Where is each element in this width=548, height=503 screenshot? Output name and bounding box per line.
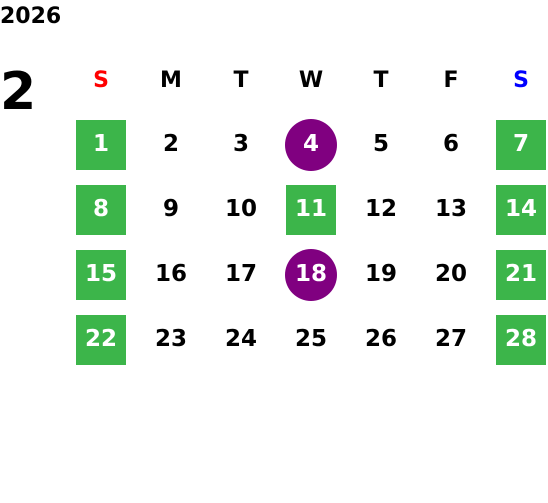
- weekday-wednesday: W: [298, 68, 324, 93]
- day-cell: 3: [206, 112, 276, 177]
- day-number: 15: [76, 249, 126, 300]
- day-number: 20: [434, 261, 467, 287]
- day-number: 8: [76, 184, 126, 235]
- day-cell: 27: [416, 307, 486, 372]
- day-cell: 5: [346, 112, 416, 177]
- day-number: 28: [496, 314, 546, 365]
- day-number: 16: [154, 261, 187, 287]
- weekday-saturday: S: [513, 68, 529, 93]
- day-cell: 21: [486, 242, 548, 307]
- day-number: 11: [286, 184, 336, 235]
- day-number: 1: [76, 119, 126, 170]
- day-cell: 16: [136, 242, 206, 307]
- day-cell: 19: [346, 242, 416, 307]
- year-label: 2026: [0, 4, 62, 29]
- day-cell: 7: [486, 112, 548, 177]
- day-number: 6: [442, 131, 459, 157]
- day-cell: 11: [276, 177, 346, 242]
- day-number: 25: [294, 326, 327, 352]
- day-cell: 12: [346, 177, 416, 242]
- day-number: 7: [496, 119, 546, 170]
- day-number: 13: [434, 196, 467, 222]
- day-number: 2: [162, 131, 179, 157]
- week-row: 8 9 10 11 12 13 14: [66, 177, 548, 242]
- day-cell: 9: [136, 177, 206, 242]
- day-number: 5: [372, 131, 389, 157]
- week-row: 1 2 3 4 5 6 7: [66, 112, 548, 177]
- day-cell: 10: [206, 177, 276, 242]
- day-cell: 22: [66, 307, 136, 372]
- day-cell: 17: [206, 242, 276, 307]
- day-cell: 8: [66, 177, 136, 242]
- weekday-friday: F: [443, 68, 459, 93]
- day-number: 18: [285, 248, 337, 301]
- day-cell: 6: [416, 112, 486, 177]
- weekday-tuesday: T: [233, 68, 249, 93]
- day-cell: 23: [136, 307, 206, 372]
- day-number: 27: [434, 326, 467, 352]
- day-number: 19: [364, 261, 397, 287]
- week-row: 22 23 24 25 26 27 28: [66, 307, 548, 372]
- day-cell: 26: [346, 307, 416, 372]
- calendar-grid: S M T W T F S 1 2 3 4 5 6 7 8 9 10 11 12…: [66, 50, 548, 372]
- day-number: 26: [364, 326, 397, 352]
- day-cell: 24: [206, 307, 276, 372]
- day-cell: 1: [66, 112, 136, 177]
- day-cell: 13: [416, 177, 486, 242]
- day-number: 21: [496, 249, 546, 300]
- day-number: 24: [224, 326, 257, 352]
- day-cell: 28: [486, 307, 548, 372]
- day-number: 9: [162, 196, 179, 222]
- day-cell: 2: [136, 112, 206, 177]
- day-cell: 18: [276, 242, 346, 307]
- month-number: 2: [0, 62, 37, 122]
- day-cell: 4: [276, 112, 346, 177]
- weekday-thursday: T: [373, 68, 389, 93]
- day-number: 3: [232, 131, 249, 157]
- weekday-header-row: S M T W T F S: [66, 50, 548, 112]
- day-number: 17: [224, 261, 257, 287]
- weekday-monday: M: [160, 68, 182, 93]
- day-number: 10: [224, 196, 257, 222]
- day-number: 4: [285, 118, 337, 171]
- day-cell: 15: [66, 242, 136, 307]
- day-number: 22: [76, 314, 126, 365]
- week-row: 15 16 17 18 19 20 21: [66, 242, 548, 307]
- day-number: 23: [154, 326, 187, 352]
- day-cell: 25: [276, 307, 346, 372]
- day-number: 14: [496, 184, 546, 235]
- weekday-sunday: S: [93, 68, 109, 93]
- day-number: 12: [364, 196, 397, 222]
- day-cell: 20: [416, 242, 486, 307]
- day-cell: 14: [486, 177, 548, 242]
